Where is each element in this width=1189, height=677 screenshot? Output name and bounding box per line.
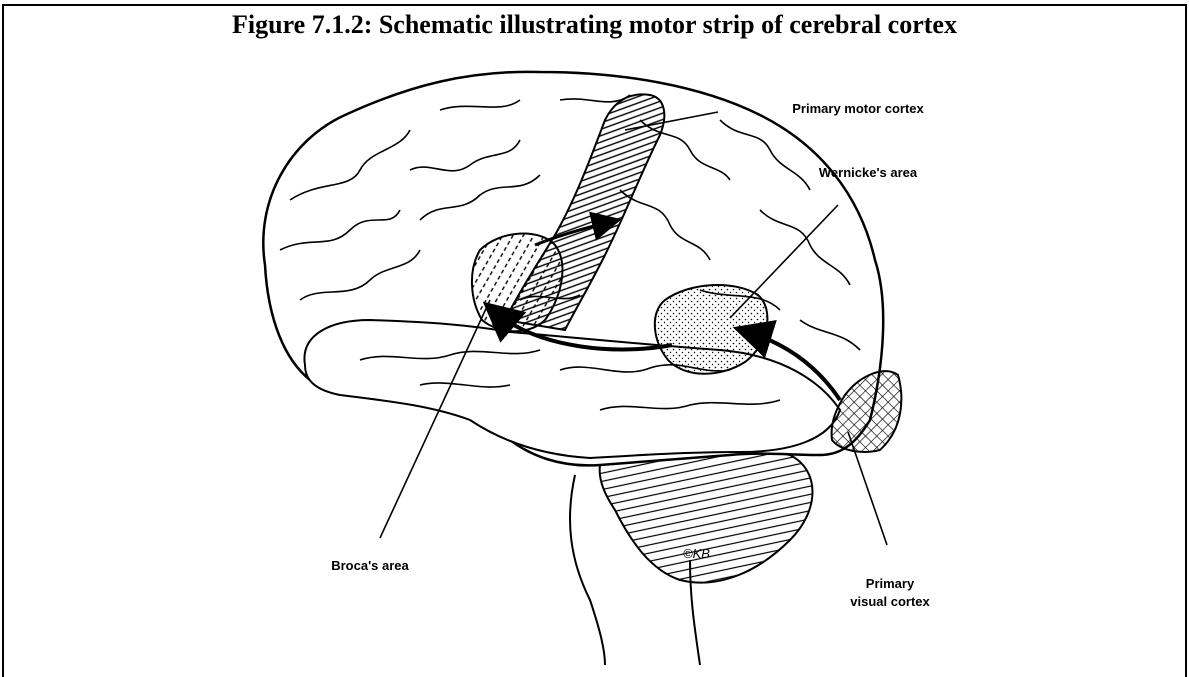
label-primary-visual-cortex-1: Primary (866, 576, 915, 591)
cerebellum (600, 448, 813, 583)
label-wernickes-area: Wernicke's area (819, 165, 918, 180)
label-primary-visual-cortex-2: visual cortex (850, 594, 930, 609)
label-primary-motor-cortex: Primary motor cortex (792, 101, 924, 116)
artist-signature: ©KB (683, 546, 710, 561)
label-brocas-area: Broca's area (331, 558, 409, 573)
